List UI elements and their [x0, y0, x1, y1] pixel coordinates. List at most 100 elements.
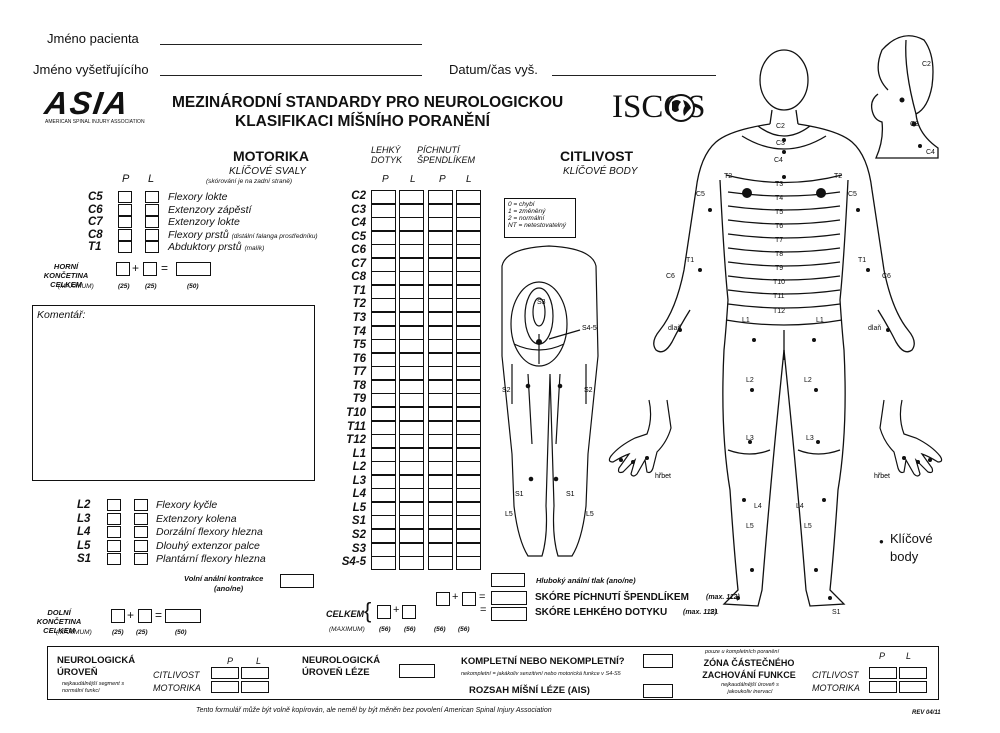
lower-left-total[interactable] — [138, 609, 152, 623]
sensory-cell-lt-right[interactable] — [371, 515, 396, 530]
patient-name-field[interactable] — [160, 44, 422, 45]
upper-motor-left-cell[interactable] — [145, 203, 159, 216]
lower-motor-left-cell[interactable] — [134, 553, 148, 566]
examiner-name-field[interactable] — [160, 75, 422, 76]
sensory-cell-lt-left[interactable] — [399, 271, 424, 286]
sensory-cell-lt-right[interactable] — [371, 325, 396, 340]
zpp-motor-left[interactable] — [899, 681, 927, 693]
sensory-cell-pp-left[interactable] — [456, 352, 481, 367]
sensory-cell-lt-right[interactable] — [371, 447, 396, 462]
sensory-cell-pp-right[interactable] — [428, 244, 453, 259]
upper-motor-right-cell[interactable] — [118, 203, 132, 216]
sensory-cell-lt-left[interactable] — [399, 434, 424, 449]
sensory-cell-lt-left[interactable] — [399, 217, 424, 232]
sensory-cell-lt-right[interactable] — [371, 203, 396, 218]
comment-box[interactable]: Komentář: — [32, 305, 315, 481]
sensory-cell-pp-right[interactable] — [428, 190, 453, 204]
sensory-cell-lt-right[interactable] — [371, 366, 396, 381]
upper-total[interactable] — [176, 262, 211, 276]
lower-motor-left-cell[interactable] — [134, 499, 148, 511]
sensory-cell-pp-left[interactable] — [456, 515, 481, 530]
upper-motor-right-cell[interactable] — [118, 241, 132, 254]
sensory-cell-lt-left[interactable] — [399, 284, 424, 299]
sensory-cell-pp-right[interactable] — [428, 542, 453, 557]
sensory-cell-pp-left[interactable] — [456, 284, 481, 299]
sensory-cell-pp-left[interactable] — [456, 406, 481, 421]
sensory-cell-lt-left[interactable] — [399, 515, 424, 530]
light-touch-total[interactable] — [491, 607, 527, 621]
sensory-cell-pp-right[interactable] — [428, 284, 453, 299]
ais-box[interactable] — [643, 684, 673, 698]
lower-motor-right-cell[interactable] — [107, 526, 121, 539]
sensory-cell-pp-left[interactable] — [456, 501, 481, 516]
sensory-cell-lt-left[interactable] — [399, 488, 424, 503]
upper-left-total[interactable] — [143, 262, 157, 276]
sensory-cell-lt-right[interactable] — [371, 352, 396, 367]
sensory-cell-pp-right[interactable] — [428, 501, 453, 516]
sensory-cell-lt-left[interactable] — [399, 556, 424, 571]
sensory-cell-lt-right[interactable] — [371, 406, 396, 421]
sensory-cell-pp-right[interactable] — [428, 393, 453, 408]
upper-motor-right-cell[interactable] — [118, 191, 132, 203]
sensory-cell-lt-left[interactable] — [399, 461, 424, 476]
sensory-cell-lt-right[interactable] — [371, 529, 396, 543]
sensory-cell-lt-right[interactable] — [371, 284, 396, 299]
sensory-cell-pp-right[interactable] — [428, 217, 453, 232]
sensory-cell-lt-right[interactable] — [371, 379, 396, 394]
sensory-cell-lt-left[interactable] — [399, 406, 424, 421]
sensory-cell-lt-right[interactable] — [371, 190, 396, 204]
sensory-cell-pp-right[interactable] — [428, 257, 453, 272]
upper-motor-right-cell[interactable] — [118, 228, 132, 241]
sensory-cell-pp-left[interactable] — [456, 230, 481, 245]
sensory-cell-lt-left[interactable] — [399, 298, 424, 313]
exam-date-field[interactable] — [552, 75, 716, 76]
sensory-cell-pp-right[interactable] — [428, 339, 453, 354]
sensory-cell-lt-left[interactable] — [399, 420, 424, 435]
sensory-cell-pp-left[interactable] — [456, 366, 481, 381]
sensory-cell-lt-right[interactable] — [371, 488, 396, 503]
sensory-cell-pp-right[interactable] — [428, 447, 453, 462]
zpp-motor-right[interactable] — [869, 681, 897, 693]
sensory-cell-pp-right[interactable] — [428, 515, 453, 530]
sensory-cell-lt-right[interactable] — [371, 244, 396, 259]
sensory-cell-lt-left[interactable] — [399, 190, 424, 204]
lower-motor-right-cell[interactable] — [107, 512, 121, 525]
sensory-cell-pp-right[interactable] — [428, 325, 453, 340]
sensory-cell-pp-left[interactable] — [456, 271, 481, 286]
lower-motor-right-cell[interactable] — [107, 499, 121, 511]
sensory-cell-lt-right[interactable] — [371, 420, 396, 435]
upper-motor-left-cell[interactable] — [145, 228, 159, 241]
sensory-cell-lt-right[interactable] — [371, 501, 396, 516]
sensory-cell-pp-left[interactable] — [456, 325, 481, 340]
vac-box[interactable] — [280, 574, 314, 588]
sensory-cell-pp-left[interactable] — [456, 298, 481, 313]
sensory-cell-lt-left[interactable] — [399, 474, 424, 489]
sensory-cell-pp-left[interactable] — [456, 529, 481, 543]
lower-motor-left-cell[interactable] — [134, 526, 148, 539]
sensory-cell-pp-right[interactable] — [428, 434, 453, 449]
nl-motor-right[interactable] — [211, 681, 239, 693]
zpp-sensory-right[interactable] — [869, 667, 897, 679]
lower-motor-right-cell[interactable] — [107, 539, 121, 552]
sensory-cell-pp-right[interactable] — [428, 271, 453, 286]
sensory-cell-pp-left[interactable] — [456, 339, 481, 354]
pp-right-total[interactable] — [436, 592, 450, 606]
sensory-cell-pp-left[interactable] — [456, 461, 481, 476]
sensory-cell-lt-right[interactable] — [371, 217, 396, 232]
sensory-cell-pp-left[interactable] — [456, 203, 481, 218]
sensory-cell-lt-right[interactable] — [371, 461, 396, 476]
sensory-cell-lt-right[interactable] — [371, 298, 396, 313]
sensory-cell-lt-right[interactable] — [371, 312, 396, 327]
sensory-cell-lt-left[interactable] — [399, 203, 424, 218]
sensory-cell-lt-left[interactable] — [399, 244, 424, 259]
dap-box[interactable] — [491, 573, 525, 587]
upper-motor-left-cell[interactable] — [145, 241, 159, 254]
sensory-cell-pp-left[interactable] — [456, 379, 481, 394]
sensory-cell-lt-left[interactable] — [399, 366, 424, 381]
sensory-cell-lt-right[interactable] — [371, 230, 396, 245]
sensory-cell-lt-left[interactable] — [399, 379, 424, 394]
sensory-cell-lt-left[interactable] — [399, 447, 424, 462]
upper-motor-left-cell[interactable] — [145, 191, 159, 203]
sensory-cell-pp-left[interactable] — [456, 474, 481, 489]
sensory-cell-lt-right[interactable] — [371, 434, 396, 449]
